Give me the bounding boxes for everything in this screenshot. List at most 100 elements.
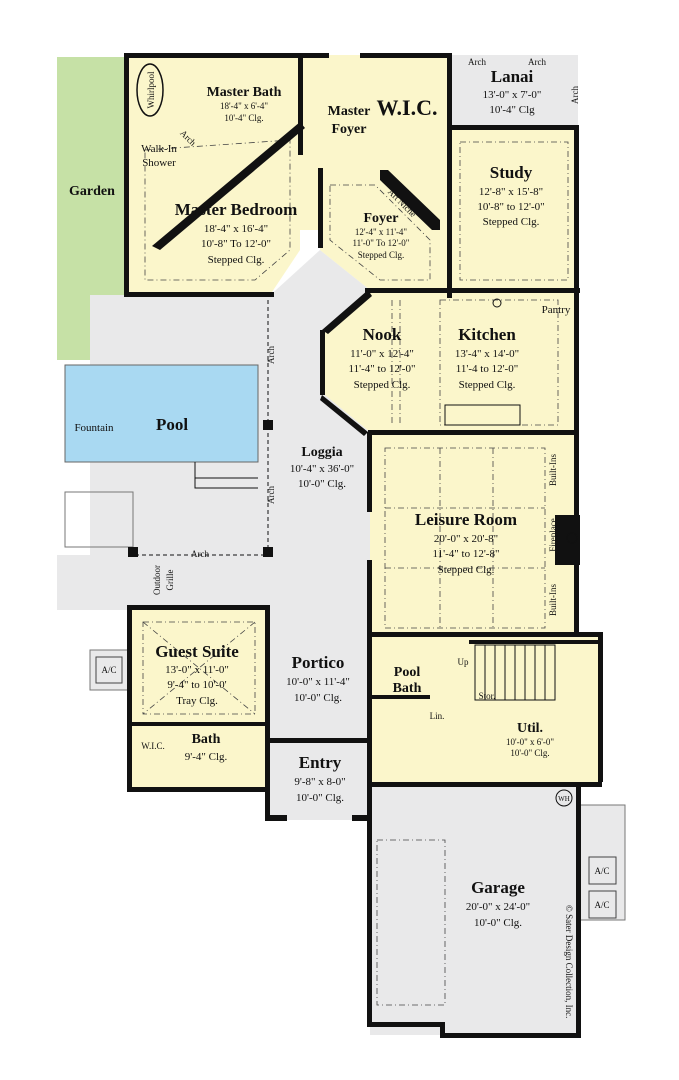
svg-text:10'-4" x 36'-0": 10'-4" x 36'-0" — [290, 463, 354, 475]
svg-text:11'-4" to 12'-8": 11'-4" to 12'-8" — [433, 548, 500, 560]
svg-text:Loggia: Loggia — [301, 445, 342, 460]
svg-text:Bath: Bath — [192, 732, 221, 747]
wh-label: WH — [558, 795, 570, 803]
svg-text:Master: Master — [328, 104, 371, 119]
room-foyer: Foyer 12'-4" x 11'-4" 11'-0" To 12'-0" S… — [353, 211, 410, 260]
svg-text:10'-0" Clg.: 10'-0" Clg. — [474, 917, 522, 929]
svg-text:Stepped Clg.: Stepped Clg. — [483, 216, 540, 228]
svg-text:Stepped Clg.: Stepped Clg. — [459, 379, 516, 391]
svg-text:Guest Suite: Guest Suite — [155, 642, 239, 661]
room-loggia: Loggia 10'-4" x 36'-0" 10'-0" Clg. — [290, 445, 354, 490]
svg-text:11'-0" To 12'-0": 11'-0" To 12'-0" — [353, 238, 410, 248]
svg-text:Stepped Clg.: Stepped Clg. — [208, 254, 265, 266]
fireplace-icon — [566, 532, 578, 544]
ac-label-1: A/C — [594, 866, 609, 876]
shower-label: Shower — [142, 157, 176, 169]
room-master-foyer: Master Foyer — [328, 104, 371, 137]
arch-label-loggia-2: Arch — [266, 486, 276, 504]
svg-text:Master Bath: Master Bath — [207, 85, 282, 100]
room-master-bedroom: Master Bedroom 18'-4" x 16'-4" 10'-8" To… — [175, 200, 298, 266]
patio-west — [57, 555, 130, 610]
kitchen-island — [444, 404, 521, 426]
svg-text:18'-4" x 6'-4": 18'-4" x 6'-4" — [220, 101, 268, 111]
room-portico: Portico 10'-0" x 11'-4" 10'-0" Clg. — [286, 653, 350, 704]
guest-ceiling-line — [142, 621, 256, 715]
bath-area — [130, 725, 268, 790]
svg-text:Leisure Room: Leisure Room — [415, 510, 517, 529]
svg-text:Garage: Garage — [471, 878, 525, 897]
stor-label: Stor. — [479, 691, 496, 701]
arch-label-lanai-3: Arch — [570, 86, 580, 104]
room-master-bath: Master Bath 18'-4" x 6'-4" 10'-4" Clg. — [207, 85, 282, 123]
svg-text:13'-0" x 11'-0": 13'-0" x 11'-0" — [165, 664, 229, 676]
svg-text:11'-4" to 12'-0": 11'-4" to 12'-0" — [349, 363, 416, 375]
svg-text:Bath: Bath — [393, 681, 422, 696]
svg-text:Stepped Clg.: Stepped Clg. — [358, 250, 405, 260]
svg-text:20'-0" x 20'-8": 20'-0" x 20'-8" — [434, 533, 498, 545]
svg-text:Stepped Clg.: Stepped Clg. — [354, 379, 411, 391]
svg-text:20'-0" x 24'-0": 20'-0" x 24'-0" — [466, 901, 530, 913]
room-entry: Entry 9'-8" x 8-0" 10'-0" Clg. — [294, 753, 345, 804]
svg-text:9'-4" Clg.: 9'-4" Clg. — [185, 751, 228, 763]
svg-text:10'-0" Clg.: 10'-0" Clg. — [298, 478, 346, 490]
leisure-area — [370, 432, 578, 637]
room-util: Util. 10'-0" x 6'-0" 10'-0" Clg. — [506, 721, 554, 758]
garage-area — [370, 785, 580, 1035]
svg-text:Stepped Clg.: Stepped Clg. — [438, 564, 495, 576]
svg-text:10'-0" Clg.: 10'-0" Clg. — [296, 792, 344, 804]
room-pool-bath: Pool Bath — [393, 665, 422, 696]
grille-label: Grille — [165, 570, 175, 591]
built-ins-label-1: Built-Ins — [548, 454, 558, 486]
room-nook: Nook 11'-0" x 12'-4" 11'-4" to 12'-0" St… — [349, 325, 416, 391]
room-study: Study 12'-8" x 15'-8" 10'-8" to 12'-0" S… — [477, 163, 544, 228]
room-leisure: Leisure Room 20'-0" x 20'-8" 11'-4" to 1… — [415, 510, 517, 576]
svg-text:10'-0" Clg.: 10'-0" Clg. — [510, 748, 549, 758]
ac-unit-2 — [588, 890, 617, 919]
svg-text:Foyer: Foyer — [332, 122, 367, 137]
whirlpool-label: Whirlpool — [146, 71, 156, 108]
svg-text:10'-0" x 11'-4": 10'-0" x 11'-4" — [286, 676, 350, 688]
room-guest-suite: Guest Suite 13'-0" x 11'-0" 9'-4" to 10'… — [155, 642, 239, 707]
built-ins-label-2: Built-Ins — [548, 584, 558, 616]
svg-text:Lanai: Lanai — [491, 67, 534, 86]
svg-text:10'-4" Clg.: 10'-4" Clg. — [224, 113, 263, 123]
svg-text:9'-4" to 10'-0': 9'-4" to 10'-0' — [167, 679, 226, 691]
arch-label-lanai-1: Arch — [468, 57, 486, 67]
svg-text:Util.: Util. — [517, 721, 543, 736]
guest-tray-lines — [142, 621, 256, 715]
ac-label-west: A/C — [101, 665, 116, 675]
wic-label-small: W.I.C. — [141, 741, 164, 751]
copyright-label: © Sater Design Collection, Inc. — [564, 905, 574, 1018]
leisure-ceiling-line — [384, 447, 546, 629]
room-bath: Bath 9'-4" Clg. — [185, 732, 228, 763]
svg-text:Nook: Nook — [363, 325, 402, 344]
svg-text:Entry: Entry — [299, 753, 342, 772]
room-kitchen: Kitchen 13'-4" x 14'-0" 11'-4 to 12'-0" … — [455, 325, 519, 391]
svg-text:10'-0" Clg.: 10'-0" Clg. — [294, 692, 342, 704]
pool — [64, 364, 259, 463]
pool-steps — [194, 462, 258, 489]
svg-text:Tray Clg.: Tray Clg. — [176, 695, 218, 707]
arch-label-lanai-2: Arch — [528, 57, 546, 67]
stairs — [474, 644, 556, 701]
ac-unit-west — [95, 656, 123, 684]
svg-text:12'-8" x 15'-8": 12'-8" x 15'-8" — [479, 186, 543, 198]
nook-ceiling-line — [391, 300, 401, 425]
foyer-ceiling-line — [329, 184, 431, 281]
fireplace-label: Fireplace — [548, 518, 558, 551]
svg-text:11'-0" x 12'-4": 11'-0" x 12'-4" — [350, 348, 414, 360]
entry-area — [268, 740, 370, 820]
svg-text:10'-4" Clg: 10'-4" Clg — [489, 104, 535, 116]
ac-label-2: A/C — [594, 900, 609, 910]
room-wic: W.I.C. — [377, 95, 438, 120]
svg-text:13'-0" x 7'-0": 13'-0" x 7'-0" — [483, 89, 542, 101]
fountain-label: Fountain — [74, 422, 114, 434]
svg-text:10'-8" to 12'-0": 10'-8" to 12'-0" — [477, 201, 544, 213]
pool-deck-bench — [64, 491, 134, 548]
svg-text:11'-4 to 12'-0": 11'-4 to 12'-0" — [456, 363, 518, 375]
up-label: Up — [458, 657, 469, 667]
cooktop-icon — [492, 298, 502, 308]
water-heater-icon — [555, 789, 573, 807]
svg-text:10'-0" x 6'-0": 10'-0" x 6'-0" — [506, 737, 554, 747]
